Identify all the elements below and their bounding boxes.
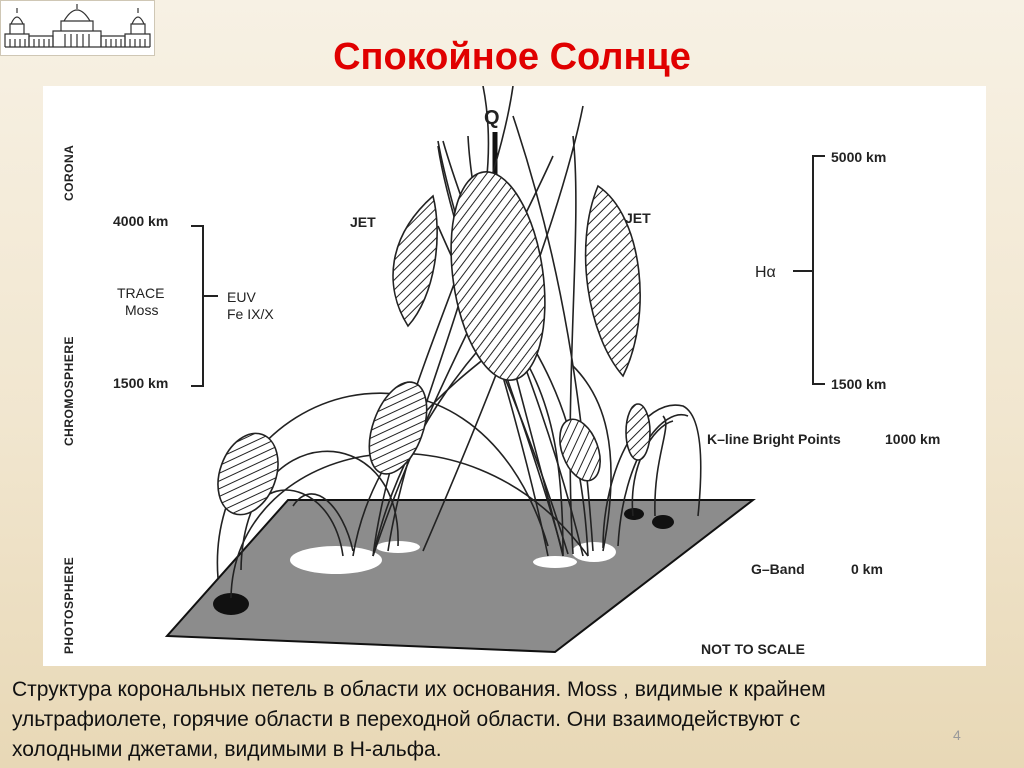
jet-left-label: JET	[350, 214, 376, 230]
moss-region-center	[368, 381, 428, 475]
dark-pore	[624, 508, 644, 520]
dark-pore	[652, 515, 674, 529]
page-number: 4	[953, 727, 961, 743]
coronal-loops-diagram: CORONA CHROMOSPHERE PHOTOSPHERE 4000 km …	[62, 86, 940, 657]
right-scale-bracket	[793, 155, 825, 385]
moss-region-right-1	[559, 418, 601, 482]
gband-label: G–Band	[751, 561, 805, 577]
left-scale-top: 4000 km	[113, 213, 168, 229]
photosphere-plane	[164, 499, 756, 654]
slide-caption: Структура корональных петель в области и…	[12, 678, 826, 761]
halpha-label: Hα	[755, 264, 776, 281]
chromosphere-label: CHROMOSPHERE	[62, 336, 76, 446]
left-scale-bottom: 1500 km	[113, 375, 168, 391]
jet-right-label: JET	[625, 210, 651, 226]
observatory-logo	[0, 0, 155, 56]
right-scale-top: 5000 km	[831, 149, 886, 165]
not-to-scale-label: NOT TO SCALE	[701, 641, 805, 657]
fe-label: Fe IX/X	[227, 306, 274, 322]
bright-point	[572, 542, 616, 562]
gband-height: 0 km	[851, 561, 883, 577]
trace-label: TRACE	[117, 285, 164, 301]
moss-region-left	[217, 432, 279, 516]
observatory-building-icon	[4, 4, 151, 48]
moss-region-right-2	[625, 403, 651, 461]
dark-pore	[213, 593, 249, 615]
euv-label: EUV	[227, 289, 256, 305]
slide-title: Спокойное Солнце	[333, 36, 691, 78]
left-scale-bracket	[191, 225, 218, 387]
moss-label: Moss	[125, 302, 158, 318]
central-jet-region	[450, 171, 546, 381]
jet-left-region	[392, 194, 438, 328]
bright-point	[533, 556, 577, 568]
jet-right-region	[584, 184, 641, 378]
kline-label: K–line Bright Points	[707, 431, 841, 447]
kline-height: 1000 km	[885, 431, 940, 447]
bright-point	[376, 541, 420, 553]
corona-label: CORONA	[62, 145, 76, 201]
diagram-panel: CORONA CHROMOSPHERE PHOTOSPHERE 4000 km …	[43, 86, 986, 666]
photosphere-label: PHOTOSPHERE	[62, 557, 76, 654]
right-scale-bottom: 1500 km	[831, 376, 886, 392]
bright-point	[290, 546, 382, 574]
